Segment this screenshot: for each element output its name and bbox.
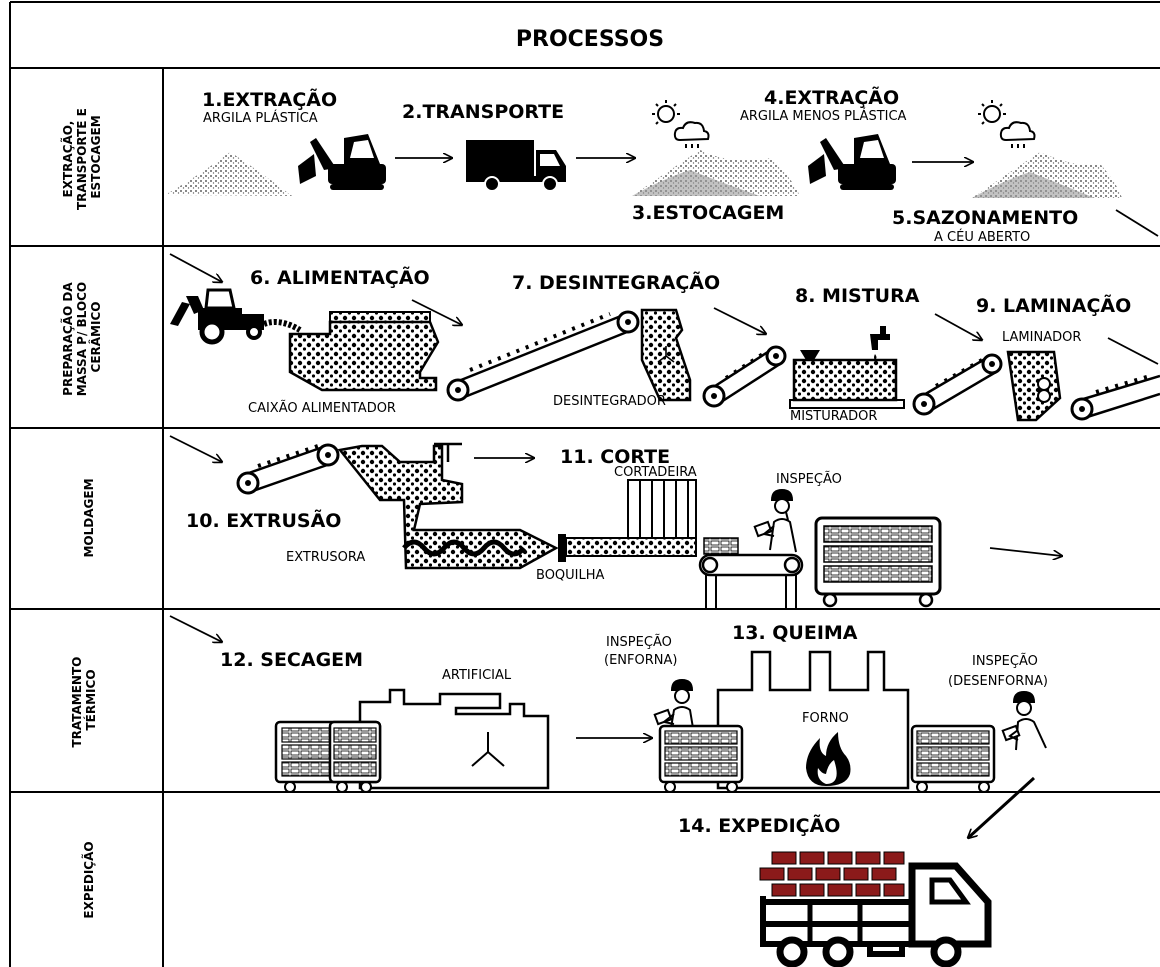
step-12-title: 12. SECAGEM: [220, 649, 363, 671]
brick-cart-3: [330, 722, 380, 792]
step-4-title: 4.EXTRAÇÃO: [764, 85, 899, 109]
arrow-into-6: [170, 254, 222, 282]
step-6-title: 6. ALIMENTAÇÃO: [250, 265, 430, 289]
brick-cart-4: [660, 726, 742, 792]
step-7-title: 7. DESINTEGRAÇÃO: [512, 270, 720, 294]
insp-desenforna-label-2: (DESENFORNA): [948, 674, 1048, 689]
conveyor-1: [448, 312, 638, 400]
arrow-to-drying: [990, 548, 1062, 556]
laminator-body: [1008, 352, 1060, 420]
clay-pile-1: [165, 152, 292, 196]
excavator-1-icon: [298, 134, 386, 190]
arrow-into-10: [170, 436, 222, 462]
diagram-title: PROCESSOS: [516, 27, 664, 52]
cut-bricks: [704, 538, 738, 554]
step-8-title: 8. MISTURA: [795, 285, 920, 307]
row-label-extracao: EXTRAÇÃO, TRANSPORTE E ESTOCAGEM: [60, 104, 103, 210]
misturador-label: MISTURADOR: [790, 409, 877, 424]
brick-cart-1: [816, 518, 940, 606]
insp-desenforna-label-1: INSPEÇÃO: [972, 653, 1038, 669]
expedition-truck-icon: [760, 866, 990, 964]
mixer-hopper: [800, 350, 820, 360]
step-13-title: 13. QUEIMA: [732, 622, 858, 644]
step-3-title: 3.ESTOCAGEM: [632, 202, 784, 224]
step-9-title: 9. LAMINAÇÃO: [976, 293, 1131, 317]
conveyor-4: [1072, 376, 1160, 419]
step-2-title: 2.TRANSPORTE: [402, 101, 564, 123]
excavator-2-icon: [808, 134, 896, 190]
arrow-5-6: [1116, 210, 1158, 236]
feeder-hopper-top: [330, 312, 430, 322]
artificial-label: ARTIFICIAL: [442, 668, 512, 683]
row-label-expedicao: EXPEDIÇÃO: [81, 841, 96, 918]
arrow-out-laminator: [1108, 338, 1158, 364]
sun-cloud-icon-2: [978, 100, 1035, 148]
extruded-bar: [566, 538, 696, 556]
laminator-roller-2: [1038, 390, 1050, 402]
arrow-into-mixer: [714, 308, 766, 334]
insp-enforna-label-1: INSPEÇÃO: [606, 634, 672, 650]
arrow-into-12: [170, 616, 222, 642]
inspector-worker-icon: [755, 490, 796, 552]
loader-tractor-icon: [170, 290, 264, 342]
brick-load: [760, 852, 904, 896]
water-tap-icon: [870, 326, 890, 360]
feeder-box: [290, 322, 438, 390]
step-1-title: 1.EXTRAÇÃO: [202, 87, 337, 111]
arrow-to-expedition: [968, 778, 1034, 838]
caixao-label: CAIXÃO ALIMENTADOR: [248, 400, 396, 416]
dryer-body: [360, 690, 548, 788]
row-tratamento-content: 12. SECAGEM ARTIFICIAL INSPEÇÃO (ENFORNA…: [170, 616, 1048, 838]
inspection-conveyor: [700, 555, 802, 608]
laminador-label: LAMINADOR: [1002, 330, 1081, 345]
step-5-subtitle: A CÉU ABERTO: [934, 229, 1030, 245]
arrow-into-laminator: [935, 314, 982, 340]
step-10-title: 10. EXTRUSÃO: [186, 508, 341, 532]
row-preparacao-content: 6. ALIMENTAÇÃO CAIXÃO ALIMENTADOR 7. DE: [170, 254, 1160, 424]
boquilha-nozzle: [558, 534, 566, 562]
forno-label: FORNO: [802, 711, 849, 726]
transport-truck-icon: [466, 140, 566, 191]
brick-cart-5: [912, 726, 994, 792]
row-label-moldagem: MOLDAGEM: [82, 478, 96, 557]
extrusora-label: EXTRUSORA: [286, 550, 365, 565]
row-extracao-content: 1.EXTRAÇÃO ARGILA PLÁSTICA 2.TRANSPORTE: [165, 85, 1158, 245]
step-5-title: 5.SAZONAMENTO: [892, 207, 1078, 229]
row-expedicao-content: 14. EXPEDIÇÃO: [678, 813, 990, 964]
row-label-tratamento: TRATAMENTO TÉRMICO: [70, 652, 98, 747]
insp-enforna-label-2: (ENFORNA): [604, 653, 677, 668]
step-4-subtitle: ARGILA MENOS PLÁSTICA: [740, 108, 907, 124]
conveyor-2: [704, 347, 785, 406]
step-14-title: 14. EXPEDIÇÃO: [678, 813, 840, 837]
cutter-frame: [628, 480, 696, 538]
step-1-subtitle: ARGILA PLÁSTICA: [203, 110, 318, 126]
desintegrador-label: DESINTEGRADOR: [553, 394, 666, 409]
mixer-body: [794, 360, 896, 400]
inspecao-label: INSPEÇÃO: [776, 471, 842, 487]
row-label-preparacao: PREPARAÇÃO DA MASSA P/ BLOCO CERÂMICO: [60, 278, 103, 397]
clay-pour: [264, 322, 300, 330]
desenforna-worker-icon: [1003, 692, 1046, 750]
laminator-roller-1: [1038, 378, 1050, 390]
cortadeira-label: CORTADEIRA: [614, 465, 697, 480]
boquilha-label: BOQUILHA: [536, 568, 605, 583]
conveyor-3: [914, 355, 1001, 414]
row-moldagem-content: 10. EXTRUSÃO EXTRUSORA 11. CORTE CORTADE…: [170, 436, 1062, 608]
sun-cloud-icon-1: [652, 100, 709, 148]
conveyor-5: [238, 445, 338, 493]
